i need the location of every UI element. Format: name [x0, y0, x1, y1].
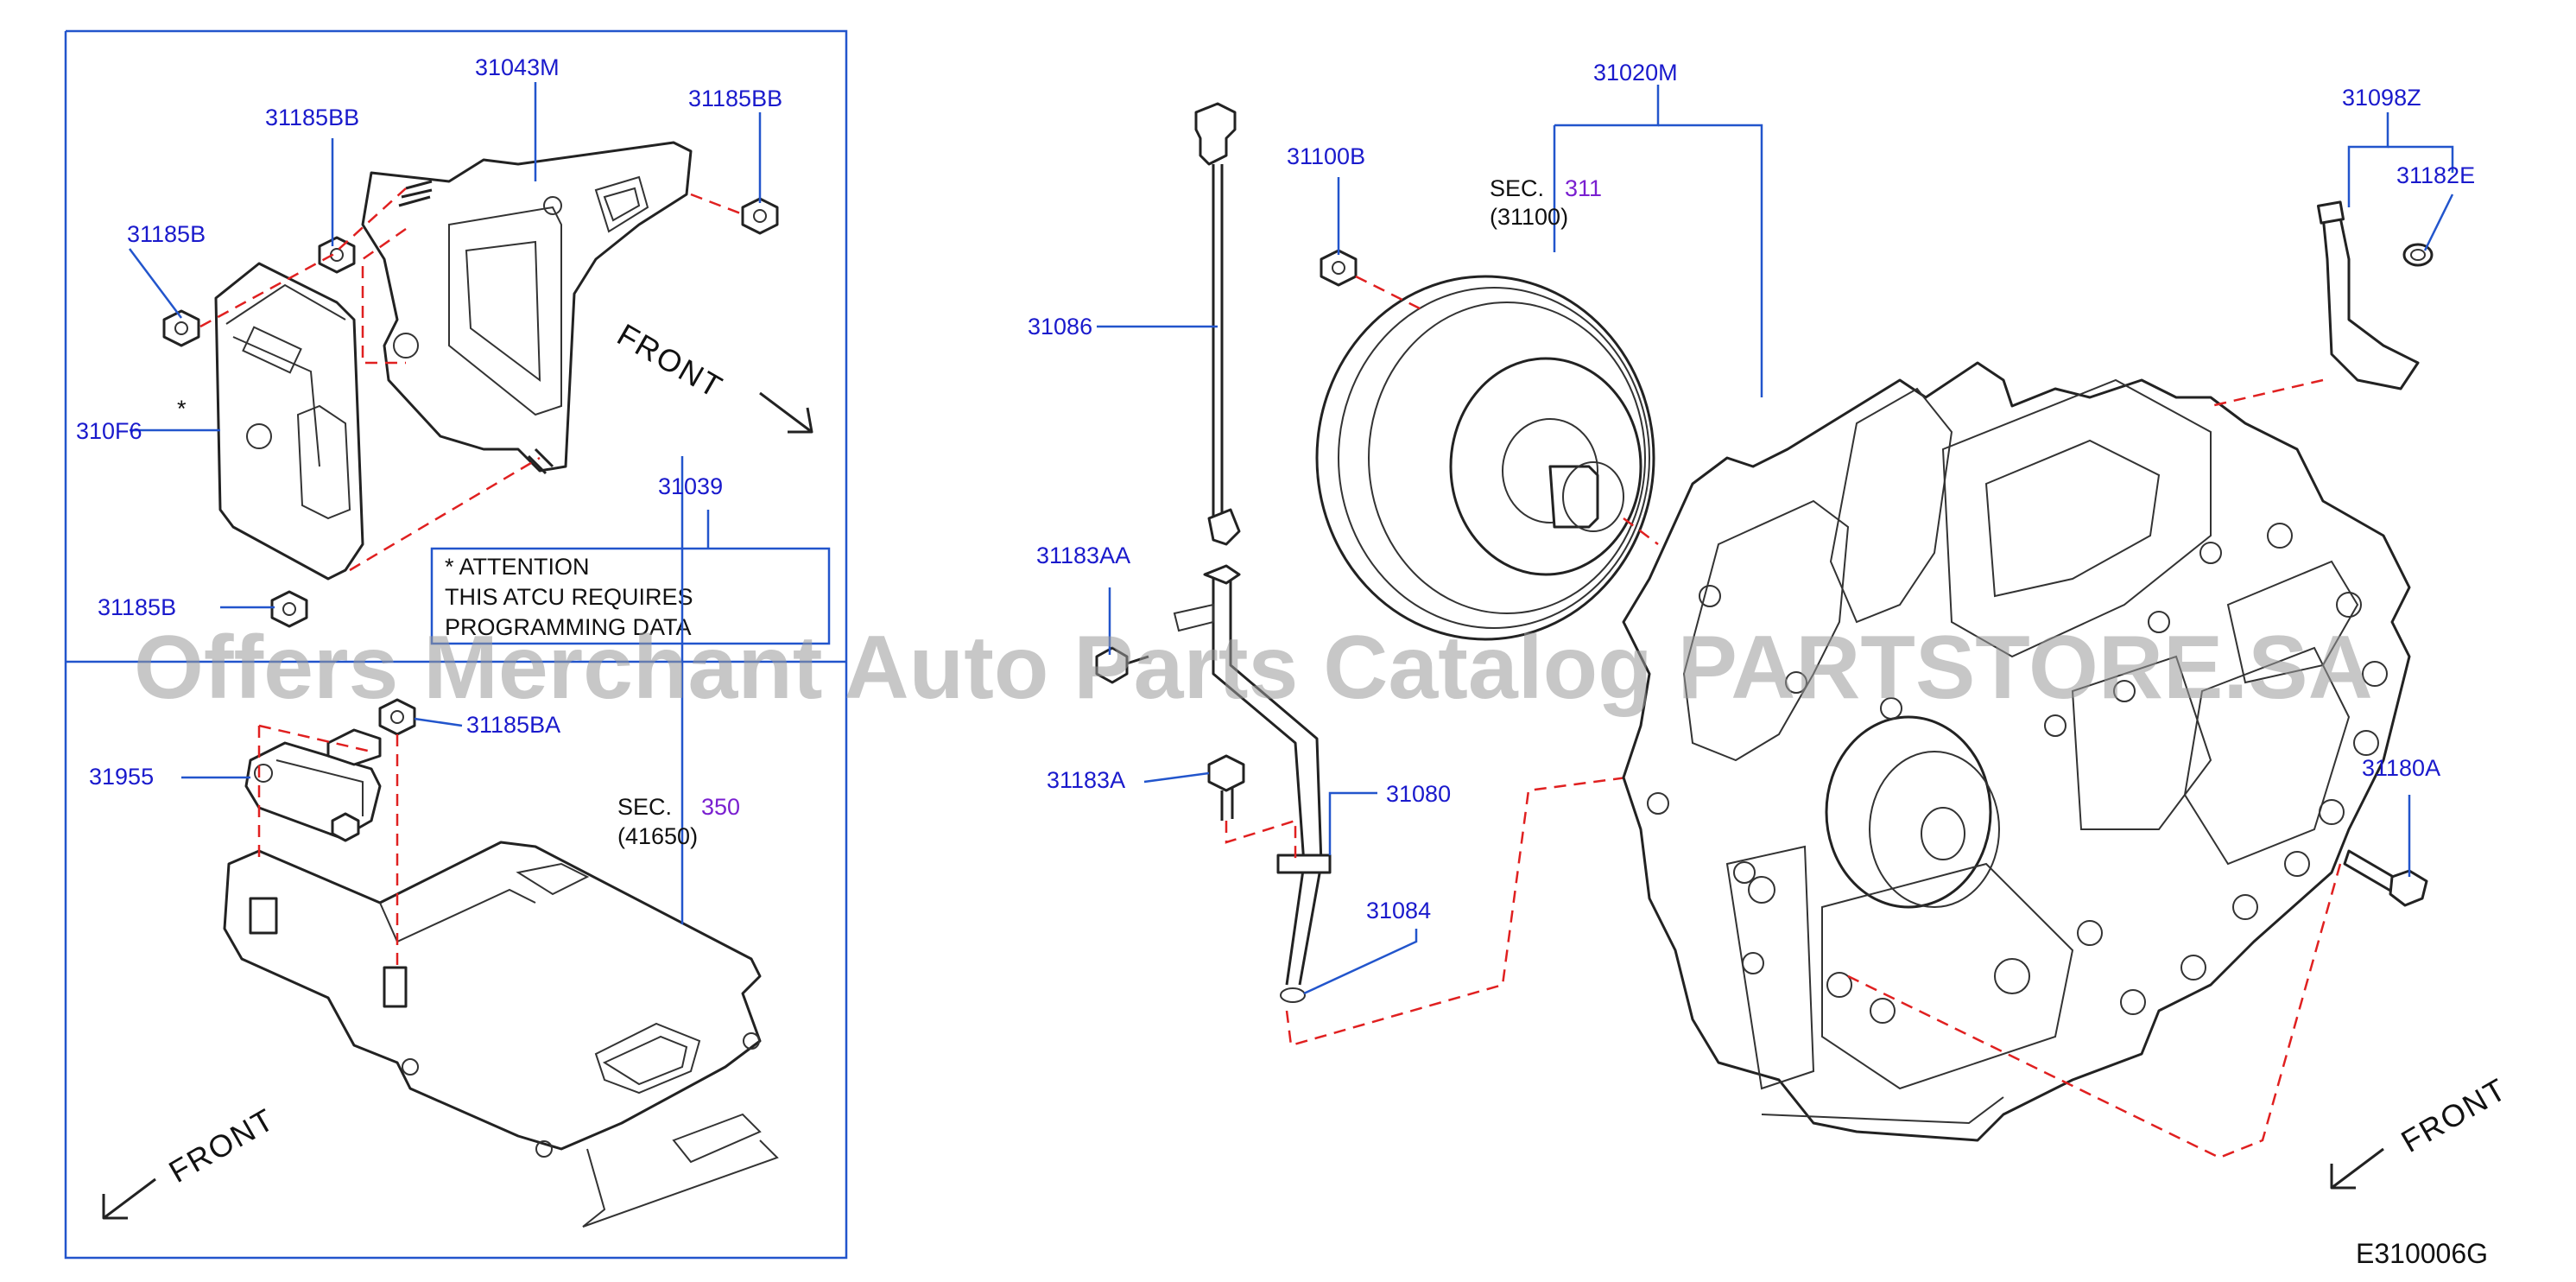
sec-350-sub: (41650)	[617, 823, 698, 849]
label-31182E[interactable]: 31182E	[2396, 162, 2475, 188]
label-31020M[interactable]: 31020M	[1593, 60, 1678, 86]
attention-line-3: PROGRAMMING DATA	[445, 614, 692, 640]
label-31955[interactable]: 31955	[89, 764, 154, 790]
leader-lines	[129, 82, 2454, 995]
label-310F6[interactable]: 310F6	[76, 418, 142, 444]
left-panel-frame	[64, 29, 848, 1260]
front-label-lower-left: FRONT	[163, 1101, 282, 1189]
sec-311-number: 311	[1565, 175, 1602, 201]
sensor-31955-drawing	[244, 728, 382, 842]
sec-311-reference[interactable]: SEC. 311 (31100)	[1490, 175, 1602, 230]
nut-31185BA-drawing	[378, 698, 416, 736]
part-number-labels: 31043M 31185BB 31185BB 31185B 310F6 * 31…	[76, 54, 2475, 923]
front-arrow-upper-left: FRONT	[611, 316, 813, 434]
nut-31100B-drawing	[1320, 249, 1358, 287]
atcu-bracket-drawing	[361, 141, 693, 475]
filler-tube-31080-drawing	[1173, 564, 1332, 1003]
label-31183A[interactable]: 31183A	[1047, 767, 1125, 793]
center-dashed-lines	[1225, 767, 1737, 1047]
label-31039[interactable]: 31039	[658, 473, 723, 499]
nut-31185BB-right-drawing	[741, 197, 779, 235]
front-label-lower-right: FRONT	[2396, 1070, 2514, 1158]
label-31043M[interactable]: 31043M	[475, 54, 560, 80]
attention-line-2: THIS ATCU REQUIRES	[445, 584, 693, 610]
label-31084[interactable]: 31084	[1366, 898, 1431, 923]
label-31180A[interactable]: 31180A	[2362, 755, 2440, 781]
sec-311-sub: (31100)	[1490, 204, 1568, 230]
front-label-upper: FRONT	[611, 316, 730, 404]
label-31185B-bottom[interactable]: 31185B	[98, 594, 176, 620]
bolt-31180A-drawing	[2343, 849, 2428, 907]
front-arrow-lower-left: FRONT	[102, 1101, 282, 1220]
diagram-code: E310006G	[2356, 1238, 2488, 1269]
nut-31185B-top-drawing	[162, 309, 200, 347]
bolt-31183A-drawing	[1207, 754, 1245, 821]
nut-31185B-bottom-drawing	[270, 590, 308, 628]
label-31100B[interactable]: 31100B	[1287, 143, 1365, 169]
atcu-module-drawing	[214, 262, 364, 581]
label-31185BB-right[interactable]: 31185BB	[688, 86, 782, 111]
label-31080[interactable]: 31080	[1386, 781, 1451, 807]
label-31185BA[interactable]: 31185BA	[466, 712, 560, 738]
converter-dashed-line	[1355, 275, 1659, 545]
left-lower-dashed-lines	[257, 724, 399, 968]
label-31185B-top[interactable]: 31185B	[127, 221, 206, 247]
label-31098Z[interactable]: 31098Z	[2342, 85, 2421, 111]
sec-350-prefix: SEC.	[617, 794, 672, 820]
tcm-base-drawing	[223, 841, 779, 1228]
sec-350-number: 350	[701, 794, 740, 820]
bolt-31183AA-drawing	[1095, 646, 1149, 684]
right-dashed-lines	[1847, 378, 2342, 1159]
clamp-31182E-drawing	[2402, 243, 2434, 267]
label-31185BB-left[interactable]: 31185BB	[265, 105, 359, 130]
dipstick-31086-drawing	[1194, 102, 1241, 546]
sec-311-prefix: SEC.	[1490, 175, 1544, 201]
hose-31098Z-drawing	[2316, 200, 2420, 390]
transmission-assembly-drawing	[1622, 361, 2411, 1142]
attention-note: * ATTENTION THIS ATCU REQUIRES PROGRAMMI…	[430, 547, 831, 645]
atcu-asterisk: *	[177, 396, 187, 422]
attention-line-1: * ATTENTION	[445, 554, 590, 580]
sec-350-reference[interactable]: SEC. 350 (41650)	[617, 794, 740, 849]
left-top-dashed-lines	[199, 187, 744, 572]
label-31183AA[interactable]: 31183AA	[1036, 543, 1130, 568]
front-arrow-lower-right: FRONT	[2330, 1070, 2514, 1190]
nut-31185BB-left-drawing	[318, 236, 356, 274]
label-31086[interactable]: 31086	[1028, 314, 1092, 340]
watermark-text: Offers Merchant Auto Parts Catalog PARTS…	[134, 618, 2373, 718]
torque-converter-drawing	[1315, 275, 1655, 641]
